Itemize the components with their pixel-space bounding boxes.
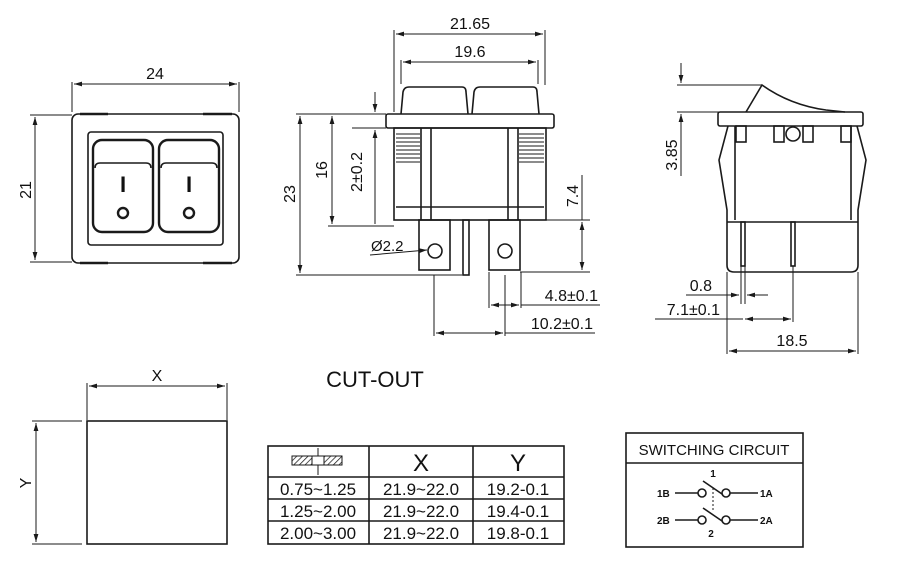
cutout-rectangle — [86, 420, 228, 545]
on-symbol: I — [186, 172, 192, 197]
terminal-length-label: 7.4 — [565, 185, 582, 207]
hole-diameter-label: Ø2.2 — [371, 238, 404, 255]
on-symbol: I — [120, 172, 126, 197]
terminal-2a-label: 2A — [760, 516, 773, 527]
terminal-hole — [497, 243, 513, 259]
rocker-height-label: 3.85 — [664, 139, 681, 170]
height-total-label: 23 — [282, 185, 299, 203]
front-view: 24 21 I I — [18, 66, 240, 265]
terminal-1a-label: 1A — [760, 489, 773, 500]
rocker-1: I — [91, 138, 155, 234]
terminal-width-label: 4.8±0.1 — [545, 288, 598, 305]
table-cell: 2.00~3.00 — [280, 524, 356, 543]
height-label: 21 — [18, 181, 35, 199]
panel-thickness-label: 2±0.2 — [349, 152, 366, 192]
table-cell: 19.4-0.1 — [487, 502, 549, 521]
table-header-x: X — [413, 450, 429, 477]
side-view: 21.65 19.6 — [282, 16, 600, 336]
cutout-drawing: X Y — [18, 368, 228, 545]
flange — [385, 113, 555, 129]
overall-width-label: 21.65 — [450, 16, 490, 33]
pin — [740, 221, 746, 267]
pole-1-label: 1 — [710, 469, 716, 480]
terminal-right — [488, 219, 521, 271]
table-cell: 0.75~1.25 — [280, 480, 356, 499]
table-header-y: Y — [510, 450, 526, 477]
cutout-title: CUT-OUT — [326, 367, 424, 392]
housing-outline — [71, 113, 240, 264]
cutout-table: X Y 0.75~1.25 21.9~22.0 19.2-0.1 1.25~2.… — [267, 445, 565, 545]
table-row: 2.00~3.00 21.9~22.0 19.8-0.1 — [280, 524, 549, 543]
circuit-title: SWITCHING CIRCUIT — [639, 442, 790, 459]
off-symbol-circle — [182, 206, 196, 220]
terminal-2b-label: 2B — [657, 516, 670, 527]
terminal-left — [418, 219, 451, 271]
pole-2-label: 2 — [708, 529, 714, 540]
table-cell: 21.9~22.0 — [383, 502, 459, 521]
table-cell: 21.9~22.0 — [383, 524, 459, 543]
switch-contact-1 — [702, 480, 723, 495]
table-cell: 21.9~22.0 — [383, 480, 459, 499]
rocker-top-right — [471, 86, 540, 115]
rocker-2: I — [157, 138, 221, 234]
cutout-y-label: Y — [18, 477, 35, 488]
terminal-1b-label: 1B — [657, 489, 670, 500]
width-label: 24 — [146, 66, 164, 83]
table-row: 0.75~1.25 21.9~22.0 19.2-0.1 — [280, 480, 549, 499]
terminal-spacing-label: 10.2±0.1 — [531, 316, 593, 333]
flange — [717, 111, 864, 127]
body — [393, 127, 547, 221]
table-cell: 19.2-0.1 — [487, 480, 549, 499]
rocker-width-label: 19.6 — [454, 44, 485, 61]
terminal-hole — [427, 243, 443, 259]
pin — [790, 221, 796, 267]
table-cell: 19.8-0.1 — [487, 524, 549, 543]
pin-thickness-label: 0.8 — [690, 278, 712, 295]
rocker-top-left — [400, 86, 469, 115]
body-width-label: 18.5 — [776, 333, 807, 350]
bezel-outline — [87, 131, 224, 246]
off-symbol-circle — [116, 206, 130, 220]
clip-ribs-left — [396, 133, 420, 163]
switch-contact-2 — [702, 507, 723, 522]
table-cell: 1.25~2.00 — [280, 502, 356, 521]
height-body-label: 16 — [314, 161, 331, 179]
center-pin — [462, 219, 470, 276]
panel-thickness-icon — [291, 448, 343, 475]
switching-circuit: SWITCHING CIRCUIT 1 1B 1A 2B 2A 2 — [625, 432, 804, 548]
end-view: 3.85 0.8 7.1±0.1 18.5 — [655, 63, 867, 354]
pin-spacing-label: 7.1±0.1 — [667, 302, 720, 319]
cutout-x-label: X — [152, 368, 163, 385]
table-row: 1.25~2.00 21.9~22.0 19.4-0.1 — [280, 502, 549, 521]
rocker-profile — [745, 83, 846, 113]
clip-ribs-right — [519, 133, 544, 163]
